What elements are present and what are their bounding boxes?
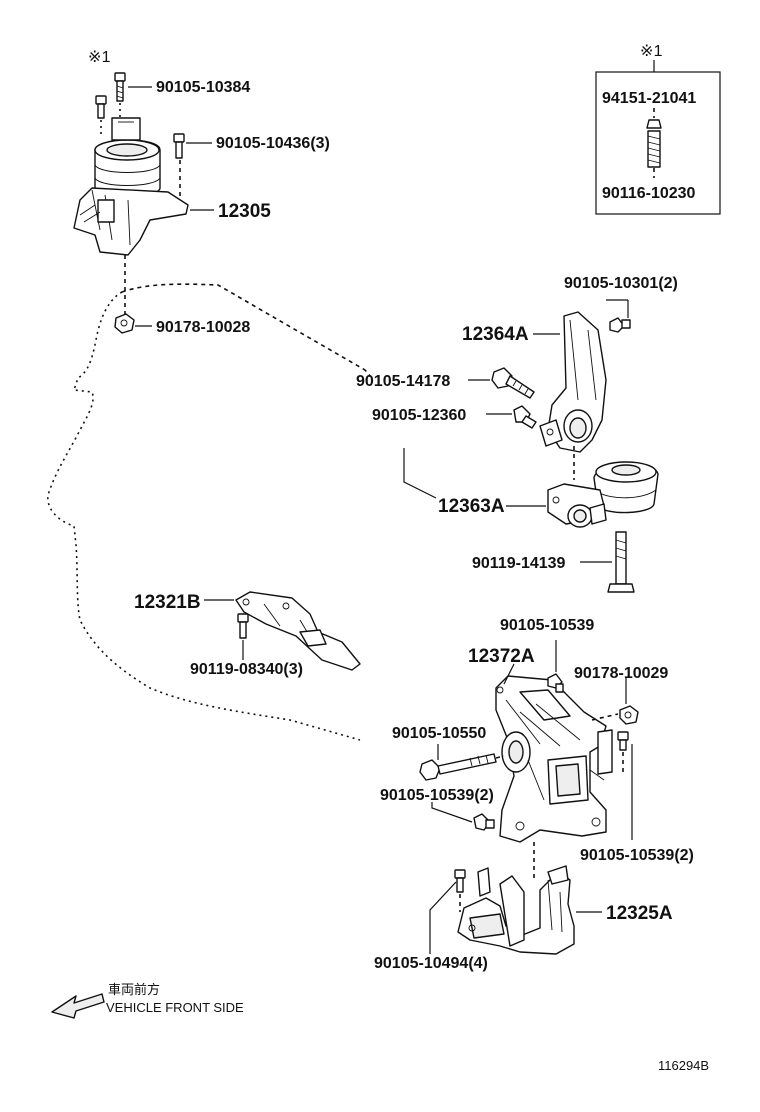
bolt-90105-14178: [491, 367, 535, 399]
bolt-90119-08340: [237, 613, 249, 639]
front-arrow-icon: [51, 993, 105, 1019]
note-mark-left: ※1: [88, 49, 111, 66]
label-90105-10539-c: 90105-10539(2): [580, 847, 694, 864]
nut-90178-10029: [619, 705, 639, 725]
bolt-90119-14139: [607, 531, 635, 593]
label-90105-10384: 90105-10384: [156, 79, 250, 96]
bolt-90105-10494: [454, 869, 466, 893]
label-12305: 12305: [218, 201, 271, 222]
mount-12372A: [495, 675, 613, 843]
label-90178-10029: 90178-10029: [574, 665, 668, 682]
front-label-jp: 車両前方: [108, 982, 160, 997]
label-12321B: 12321B: [134, 592, 201, 613]
bolt-note-1: [95, 95, 107, 119]
label-90105-10539-b: 90105-10539(2): [380, 787, 494, 804]
engine-mount-12305-group: [73, 72, 189, 334]
label-90105-10494: 90105-10494(4): [374, 955, 488, 972]
label-90105-10550: 90105-10550: [392, 725, 486, 742]
label-94151-21041: 94151-21041: [602, 90, 696, 107]
label-90178-10028: 90178-10028: [156, 319, 250, 336]
bracket-12364A: [539, 311, 607, 453]
label-90105-10301: 90105-10301(2): [564, 275, 678, 292]
label-90105-10539-a: 90105-10539: [500, 617, 594, 634]
note-box: ※1 94151-21041 90116-10230: [595, 43, 721, 215]
bolt-90105-10539-a: [547, 673, 564, 693]
label-90119-08340: 90119-08340(3): [190, 661, 303, 678]
vehicle-front-indicator: 車両前方 VEHICLE FRONT SIDE: [51, 982, 244, 1019]
engine-mount-12305: [73, 117, 189, 256]
label-90105-12360: 90105-12360: [372, 407, 466, 424]
label-12325A: 12325A: [606, 903, 673, 924]
bolt-90105-10436: [173, 133, 185, 159]
note-mark-box: ※1: [640, 43, 663, 60]
label-90116-10230: 90116-10230: [602, 185, 696, 202]
bracket-12325A: [457, 865, 575, 955]
front-label-en: VEHICLE FRONT SIDE: [106, 1000, 244, 1015]
label-90105-14178: 90105-14178: [356, 373, 450, 390]
label-90119-14139: 90119-14139: [472, 555, 566, 572]
bolt-90105-10539-b: [473, 813, 495, 831]
label-90105-10436: 90105-10436(3): [216, 135, 330, 152]
bolt-90105-10539-c: [617, 731, 629, 751]
bolt-90105-12360: [513, 405, 537, 429]
label-12364A: 12364A: [462, 324, 529, 345]
label-12372A: 12372A: [468, 646, 535, 667]
bolt-90105-10301: [609, 317, 631, 333]
stud-bolt: [646, 108, 662, 178]
bolt-90105-10384: [114, 72, 126, 102]
label-12363A: 12363A: [438, 496, 505, 517]
bolt-90105-10550: [419, 753, 497, 781]
diagram-id: 116294B: [658, 1058, 709, 1073]
mount-12363A: [547, 461, 659, 528]
engine-outline: [47, 283, 373, 741]
bracket-12321B: [235, 591, 361, 671]
nut-90178-10028: [114, 313, 135, 334]
